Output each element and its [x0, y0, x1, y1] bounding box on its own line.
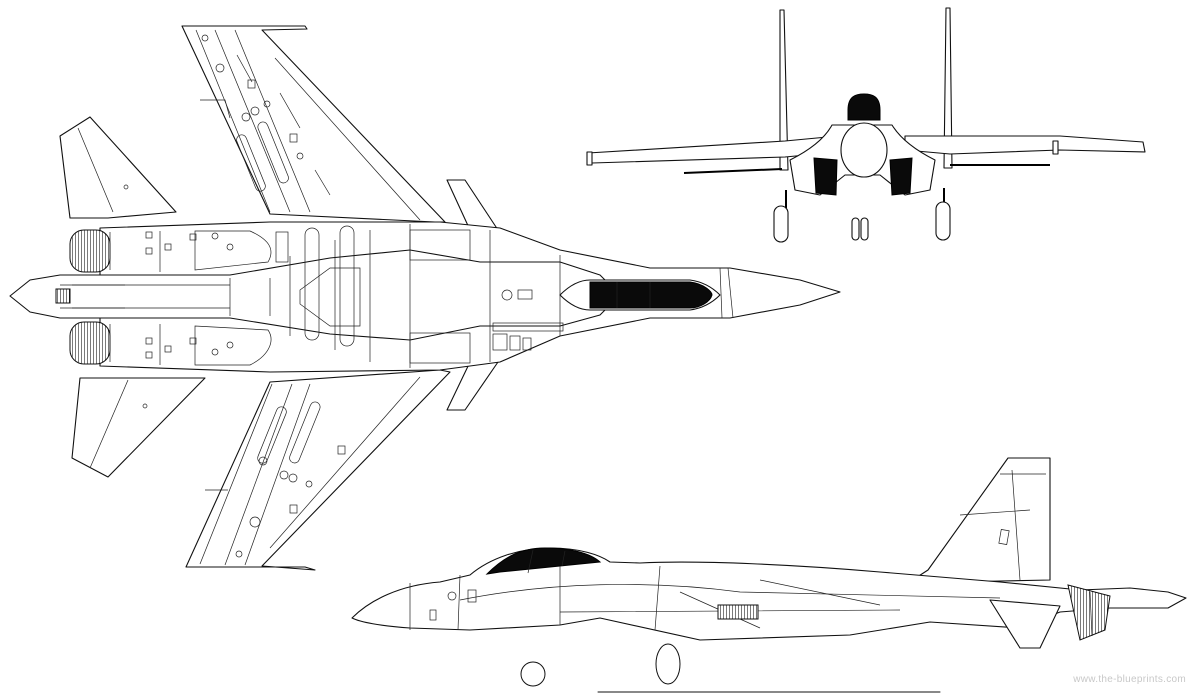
lower-main-wing [185, 369, 451, 571]
engine-nozzle-side [1067, 584, 1111, 641]
lower-stabilizer [71, 377, 206, 478]
canards [446, 179, 499, 411]
top-view [9, 25, 841, 571]
nose-wheel-left [851, 217, 860, 241]
nose-wheel-right [860, 217, 869, 241]
right-intake [889, 157, 913, 196]
right-main-wheel [935, 201, 951, 241]
top-fuselage [9, 221, 841, 373]
front-view [586, 7, 1146, 243]
watermark: www.the-blueprints.com [1073, 674, 1186, 685]
main-wheel-side [655, 643, 681, 685]
radome-front [840, 122, 888, 178]
side-vents [717, 604, 759, 620]
canopy-front [847, 93, 881, 121]
nose-wheel-side [520, 661, 546, 687]
right-wing-front [904, 135, 1146, 155]
upper-main-wing [181, 25, 446, 223]
side-view [351, 457, 1187, 693]
vertical-tail [907, 457, 1051, 584]
left-wingtip-rail [586, 151, 593, 166]
ventral-stabilizer [989, 599, 1061, 649]
right-wingtip-rail [1052, 140, 1059, 155]
left-main-wheel [773, 205, 789, 243]
left-intake [813, 157, 838, 196]
canopy-side [485, 547, 602, 575]
upper-stabilizer [59, 116, 177, 219]
